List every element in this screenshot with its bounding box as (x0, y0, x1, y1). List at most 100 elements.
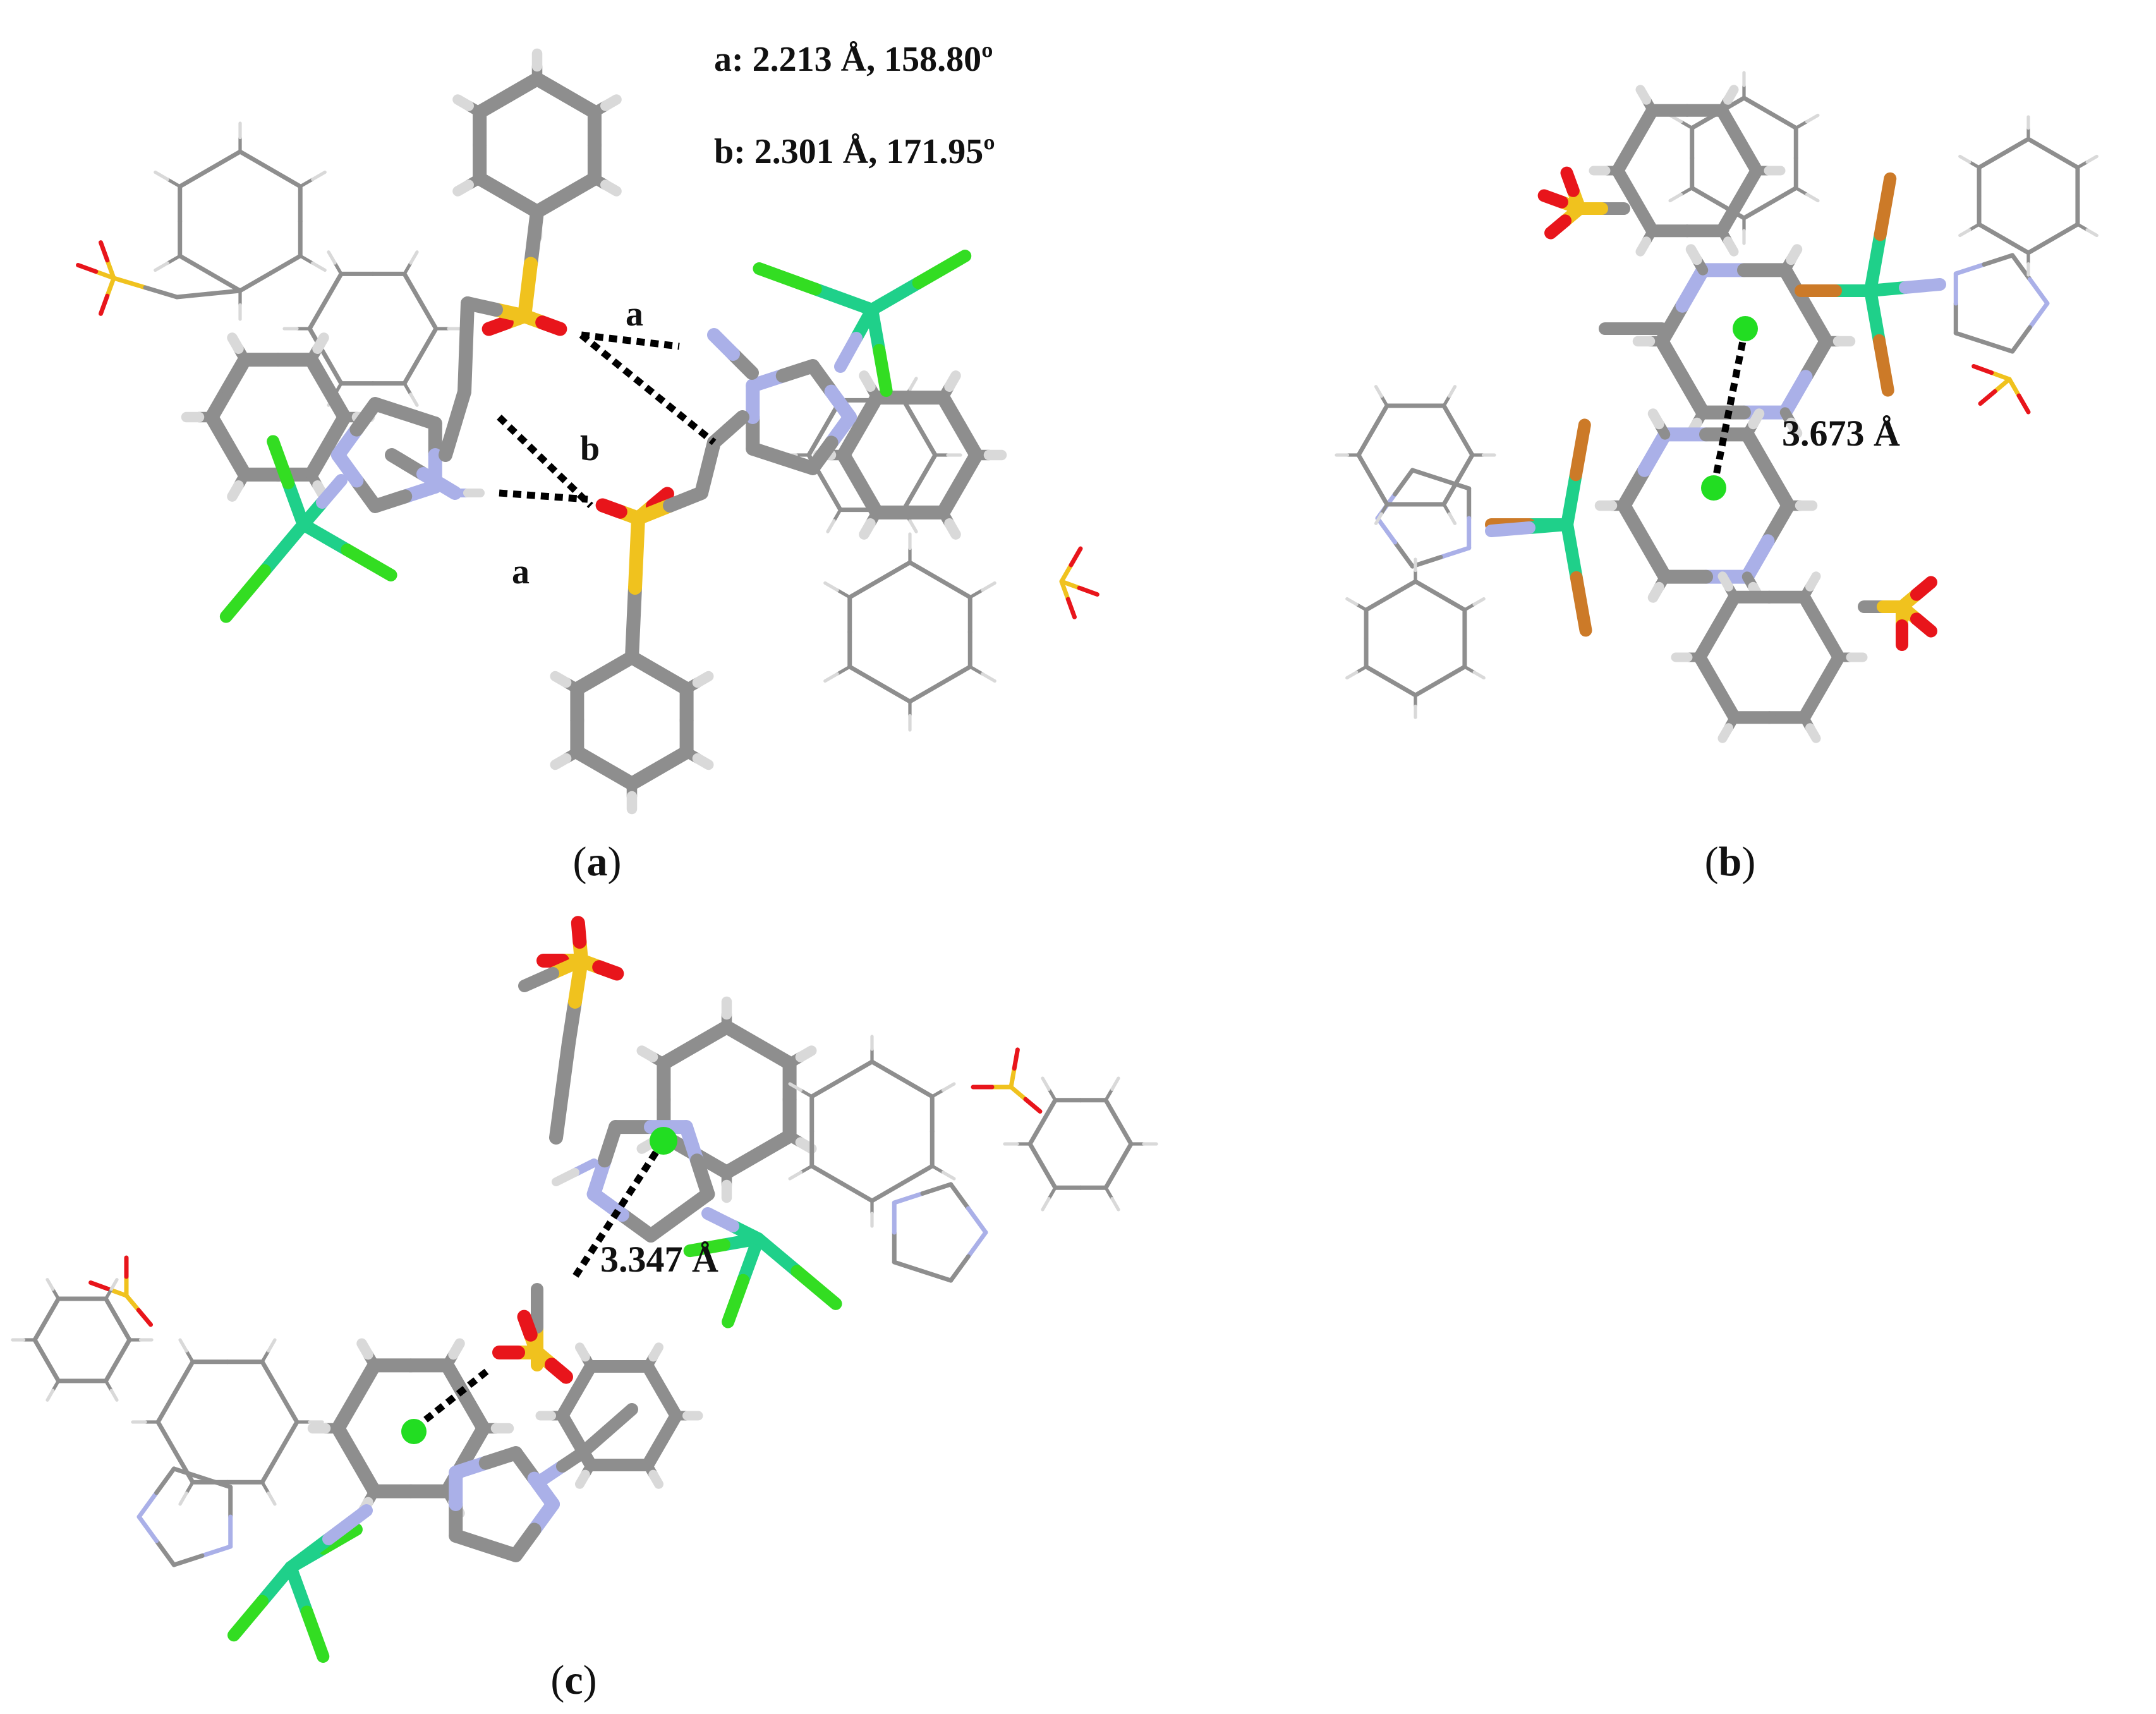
bond (2076, 160, 2089, 169)
bond (2027, 277, 2050, 306)
bond (323, 353, 344, 386)
bond (920, 1182, 954, 1196)
bond (1794, 186, 1809, 197)
bond (1065, 597, 1077, 619)
bond (809, 1164, 844, 1186)
bond (944, 518, 961, 540)
bond (173, 1450, 195, 1485)
bond (1472, 597, 1486, 606)
bond (1668, 192, 1683, 203)
bond (109, 1278, 119, 1291)
bond (1723, 85, 1739, 105)
bond (458, 1390, 490, 1435)
bond (2001, 236, 2031, 255)
bond (307, 299, 328, 331)
bond (1012, 1047, 1020, 1071)
bond (178, 167, 212, 189)
bond (98, 240, 110, 263)
bond (1103, 1164, 1121, 1190)
bond (105, 276, 116, 298)
bond (171, 1466, 205, 1480)
bond (873, 344, 893, 398)
bond (1485, 521, 1535, 537)
bond (1805, 723, 1821, 743)
panel-a: a: 2.213 Å, 158.80º b: 2.301 Å, 171.95º … (76, 40, 1099, 885)
bond (912, 250, 972, 289)
panel-c-molecules (11, 916, 1158, 1663)
bond (1560, 166, 1580, 197)
bond (1523, 518, 1573, 534)
bond (403, 261, 413, 276)
bond (555, 1036, 576, 1097)
bond (824, 384, 857, 424)
bond (258, 518, 310, 577)
bond (154, 170, 169, 181)
bond (1069, 546, 1083, 568)
bond (907, 682, 943, 704)
panel-b: 3.673 Å (b) (1335, 71, 2098, 885)
bond (219, 564, 271, 623)
bond (1741, 200, 1772, 221)
bond (834, 332, 863, 373)
bond (1815, 621, 1845, 664)
bond (806, 425, 827, 458)
bond (2010, 325, 2032, 354)
bond (518, 257, 538, 323)
bond (200, 1475, 233, 1490)
bond (1958, 154, 1971, 164)
bond (2016, 393, 2031, 415)
bond (753, 262, 822, 296)
bond (930, 1088, 945, 1098)
bond (948, 1254, 971, 1283)
bond (178, 1491, 188, 1506)
bond (1977, 151, 2006, 170)
bond (1356, 453, 1375, 482)
bond (311, 261, 327, 272)
bond (1463, 665, 1476, 674)
bond (1733, 134, 1763, 177)
bond (403, 381, 413, 396)
bond (1410, 468, 1443, 482)
bond (941, 1082, 956, 1092)
bond (1116, 1141, 1134, 1169)
bond (1989, 370, 2012, 382)
bond (2027, 301, 2050, 330)
bond (1463, 602, 1476, 612)
panel-a-molecules (76, 48, 1099, 815)
panel-a-contacts (497, 331, 717, 508)
panel-c-caption: (c) (550, 1657, 597, 1703)
bond (628, 511, 645, 595)
centroid-distance-label-b: 3.673 Å (1782, 413, 1900, 454)
bond (1472, 671, 1486, 680)
bond (535, 315, 567, 336)
bond (238, 271, 273, 293)
bond (600, 1403, 638, 1438)
bond (452, 179, 474, 197)
bond (1805, 571, 1821, 592)
bond (1635, 85, 1651, 105)
bond (448, 385, 471, 430)
bond (1345, 671, 1359, 680)
legend-contact-a: a: 2.213 Å, 158.80º (714, 40, 993, 79)
bond (908, 519, 918, 533)
bond (683, 1238, 730, 1258)
bond (2076, 222, 2089, 232)
bond (227, 1595, 269, 1642)
bond (1679, 119, 1694, 130)
bond (51, 1379, 61, 1392)
bond (981, 672, 996, 683)
bond (105, 258, 116, 281)
bond (2026, 137, 2056, 155)
bond (185, 1349, 195, 1364)
bond (938, 578, 972, 600)
bond (944, 370, 961, 392)
bond (260, 1359, 282, 1394)
bond (136, 1490, 159, 1519)
bond (600, 94, 622, 111)
bond (636, 1045, 658, 1062)
bond (892, 1260, 925, 1274)
bond (790, 1265, 842, 1310)
bond (1027, 1141, 1045, 1169)
bond (1027, 1119, 1045, 1146)
